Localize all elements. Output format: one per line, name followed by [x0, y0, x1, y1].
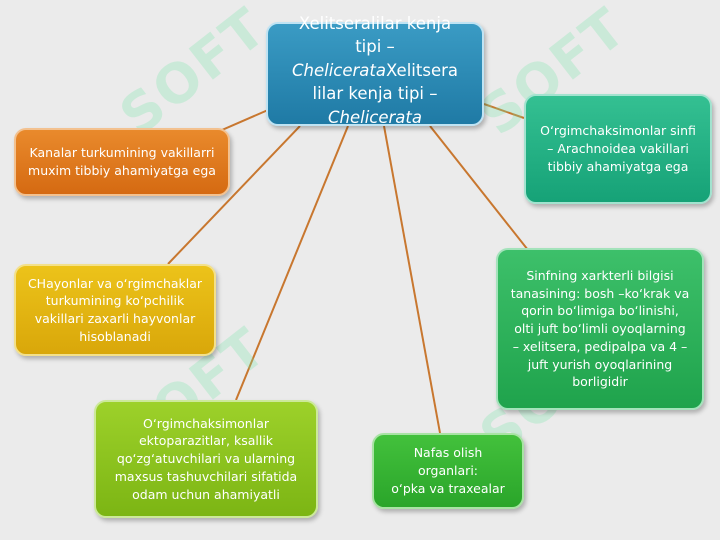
node-text-line: juft yurish oyoqlarining — [527, 356, 673, 372]
node-chayonlar: CHayonlar va o‘rgimchaklar turkumining k… — [14, 264, 216, 356]
node-text-line: tanasining: bosh –ko‘krak va — [510, 285, 690, 301]
center-node: Xelitseralilar kenja tipi – ChelicerataX… — [266, 14, 484, 127]
connector-sinf-xarakter — [429, 125, 529, 251]
node-text-line: O‘rgimchaksimonlar sinfi — [540, 123, 696, 139]
center-line-3: ChelicerataXelitsera — [292, 60, 458, 80]
node-text-line: muxim tibbiy ahamiyatga ega — [28, 163, 216, 178]
node-text-line: Kanalar turkumining vakillarri — [29, 145, 215, 161]
node-orgimchak-sinf: O‘rgimchaksimonlar sinfi – Arachnoidea v… — [524, 94, 712, 204]
node-text-line: borligidir — [572, 374, 628, 390]
connector-nafas — [383, 125, 441, 434]
node-text-line: odam uchun ahamiyatli — [132, 486, 280, 502]
node-text-line: turkumining ko‘pchilik — [45, 293, 185, 309]
node-text-line: qo‘zg‘atuvchilari va ularning — [116, 451, 296, 467]
node-text-line: CHayonlar va o‘rgimchaklar — [27, 275, 203, 291]
node-text-line: tibbiy ahamiyatga ega — [547, 158, 689, 174]
node-text-line: – Arachnoidea vakillari — [547, 141, 689, 157]
node-kanalar: Kanalar turkumining vakillarri muxim tib… — [14, 128, 230, 196]
node-text-line: olti juft bo‘limli oyoqlarning — [514, 321, 686, 337]
node-text-line: ektoparazitlar, ksallik — [138, 433, 274, 449]
node-ektoparazit: O‘rgimchaksimonlar ektoparazitlar, ksall… — [94, 400, 318, 518]
center-line-1: Xelitseralilar kenja — [298, 14, 452, 33]
node-text-line: Sinfning xarkterli bilgisi — [526, 267, 674, 283]
center-line-5: Chelicerata — [328, 107, 422, 127]
node-text-line: qorin bo‘limiga bo‘linishi, — [521, 303, 679, 319]
node-text-line: vakillari zaxarli hayvonlar — [34, 311, 196, 326]
center-line-4: lilar kenja tipi – — [312, 84, 438, 104]
node-sinf-xarakter: Sinfning xarkterli bilgisi tanasining: b… — [496, 248, 704, 410]
connector-chayonlar — [167, 125, 301, 265]
node-text-line: – xelitsera, pedipalpa va 4 – — [512, 338, 688, 354]
node-nafas: Nafas olish organlari: o‘pka va traxeala… — [372, 433, 524, 509]
connector-ektoparazit — [235, 125, 349, 401]
node-text-line: Nafas olish organlari: — [413, 445, 483, 479]
node-text-line: maxsus tashuvchilari sifatida — [114, 468, 298, 484]
node-text-line: O‘rgimchaksimonlar — [142, 415, 269, 431]
connector-kanalar — [221, 109, 269, 131]
node-text-line: o‘pka va traxealar — [391, 480, 505, 496]
node-text-line: hisoblanadi — [79, 328, 151, 344]
connector-orgimchak-sinf — [483, 103, 525, 119]
center-line-2: tipi – — [355, 37, 395, 57]
